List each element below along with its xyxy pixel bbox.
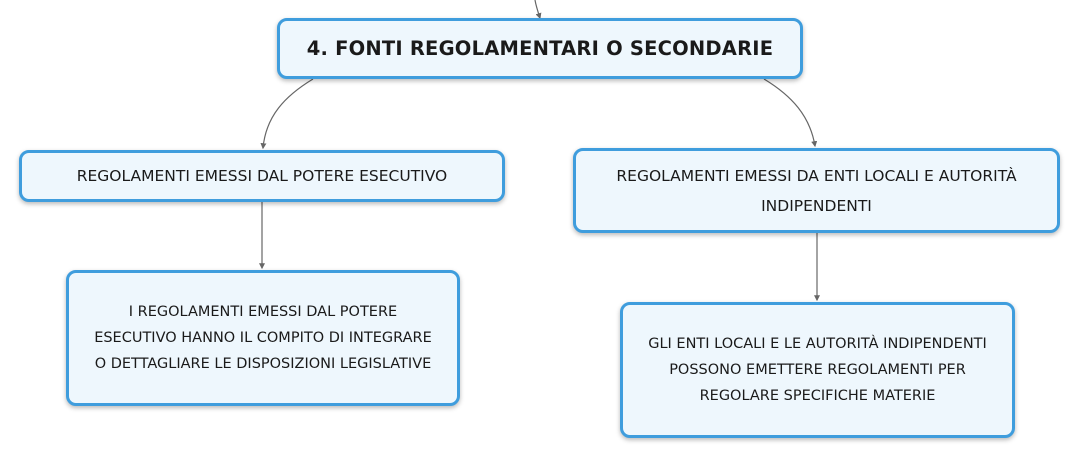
branch-label-executive-regulations: REGOLAMENTI EMESSI DAL POTERE ESECUTIVO <box>76 167 448 185</box>
branch-node-local-authorities-regulations[interactable]: REGOLAMENTI EMESSI DA ENTI LOCALI E AUTO… <box>573 148 1060 233</box>
detail-text-executive-regulations: I REGOLAMENTI EMESSI DAL POTERE ESECUTIV… <box>94 304 432 372</box>
branch-label-local-authorities-regulations: REGOLAMENTI EMESSI DA ENTI LOCALI E AUTO… <box>616 166 1017 215</box>
detail-node-executive-regulations[interactable]: I REGOLAMENTI EMESSI DAL POTERE ESECUTIV… <box>66 270 460 406</box>
connector-from-parent <box>534 0 542 20</box>
detail-text-local-authorities-regulations: GLI ENTI LOCALI E LE AUTORITÀ INDIPENDEN… <box>648 336 987 404</box>
connector-root-to-left-branch <box>260 78 314 150</box>
root-topic-label: 4. FONTI REGOLAMENTARI O SECONDARIE <box>306 37 774 60</box>
branch-node-executive-regulations[interactable]: REGOLAMENTI EMESSI DAL POTERE ESECUTIVO <box>19 150 505 202</box>
detail-node-local-authorities-regulations[interactable]: GLI ENTI LOCALI E LE AUTORITÀ INDIPENDEN… <box>620 302 1015 438</box>
connector-root-to-right-branch <box>763 78 818 148</box>
root-topic-node[interactable]: 4. FONTI REGOLAMENTARI O SECONDARIE <box>277 18 803 79</box>
